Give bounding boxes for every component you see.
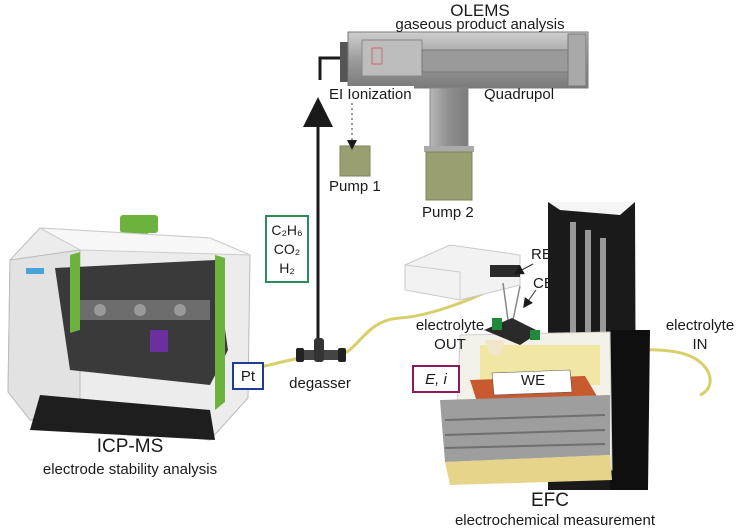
electrolyte-out-line-1: electrolyte [415,317,485,334]
olems-title: OLEMS [450,1,510,20]
degasser-label: degasser [289,375,351,392]
e-i-box: E, i [412,365,460,393]
efc-subtitle: electrochemical measurement [454,512,656,529]
ce-pointer [523,289,537,309]
electrolyte-out-label: electrolyte OUT [400,316,500,354]
tubing-electrolyte-out [337,288,491,358]
gas-inlet-line [318,56,340,80]
ei-ionization-label: EI Ionization [327,86,414,103]
icpms-subtitle: electrode stability analysis [42,461,218,478]
e-i-label: E, i [425,370,447,388]
we-label: WE [520,372,546,389]
olems-chamber [339,31,589,201]
degasser-fitting [296,338,346,362]
ce-label: CE [533,275,554,292]
electrolyte-in-line-1: electrolyte [665,317,735,334]
gas-line-1: C₂H₆ [271,221,303,238]
product-gases-box: C₂H₆ CO₂ H₂ [265,215,309,283]
electrolyte-in-line-2: IN [692,336,708,353]
electrolyte-out-line-2: OUT [434,336,466,353]
re-pointer [513,263,534,275]
efc-assembly [404,202,650,490]
pt-label: Pt [240,367,256,385]
olems-subtitle: gaseous product analysis [395,16,565,33]
icpms-instrument [7,215,251,441]
pump1-label: Pump 1 [329,178,381,195]
electrolyte-in-label: electrolyte IN [660,316,740,354]
gas-line-3: H₂ [279,259,295,276]
re-label: RE [531,246,552,263]
efc-title: EFC [531,490,569,511]
pt-box: Pt [232,362,264,390]
pump2-label: Pump 2 [422,204,474,221]
gas-line-2: CO₂ [273,240,301,257]
quadrupol-label: Quadrupol [484,86,555,103]
icpms-title: ICP-MS [96,436,164,457]
